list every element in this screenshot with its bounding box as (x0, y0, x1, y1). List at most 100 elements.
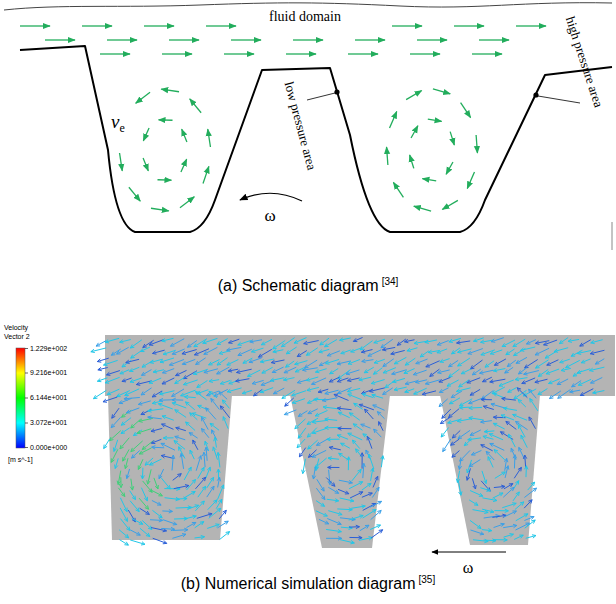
flow-arrow (446, 162, 453, 174)
velocity-vector (131, 441, 143, 452)
velocity-vector (339, 480, 353, 484)
velocity-vector (154, 478, 158, 489)
velocity-vector (315, 410, 327, 416)
flow-arrow (100, 53, 130, 54)
tick (25, 447, 28, 448)
velocity-vector (171, 455, 174, 470)
flow-arrow (208, 129, 211, 147)
velocity-vector (438, 370, 450, 374)
velocity-vector (591, 377, 603, 383)
flow-arrow (390, 112, 397, 128)
velocity-vector (176, 370, 187, 375)
scale-value: 9.216e+001 (30, 369, 67, 377)
velocity-vector (504, 407, 517, 410)
velocity-vector (292, 399, 305, 404)
flow-arrow (454, 25, 484, 26)
velocity-vector (437, 341, 448, 346)
velocity-vector (126, 359, 139, 363)
velocity-vector (151, 428, 162, 432)
velocity-vector (223, 417, 228, 429)
velocity-vector (312, 450, 326, 457)
velocity-vector (307, 387, 319, 391)
velocity-vector (580, 340, 591, 346)
velocity-vector (373, 476, 378, 487)
velocity-vector (513, 414, 527, 420)
region-label: fluid domain (269, 9, 341, 24)
velocity-vector (480, 370, 494, 374)
velocity-vector (482, 529, 492, 532)
velocity-vector (374, 339, 385, 343)
velocity-vector (130, 378, 141, 382)
tick (25, 398, 28, 399)
velocity-vector (590, 367, 605, 371)
velocity-vector (566, 360, 580, 367)
velocity-vector (377, 412, 384, 419)
velocity-vector (153, 350, 165, 354)
velocity-vector (505, 367, 513, 373)
velocity-vector (520, 347, 535, 351)
velocity-vector (172, 534, 186, 539)
velocity-vector (187, 522, 196, 527)
velocity-vector (142, 370, 152, 376)
velocity-vector (456, 388, 470, 392)
velocity-vector (458, 358, 470, 366)
velocity-vector (227, 347, 242, 351)
velocity-vector (195, 501, 204, 511)
velocity-vector (494, 359, 505, 365)
velocity-vector (504, 534, 514, 538)
flow-arrow (355, 39, 385, 40)
velocity-vector (440, 359, 450, 363)
velocity-vector (111, 449, 118, 462)
velocity-vector (170, 339, 184, 346)
velocity-vector (468, 349, 483, 355)
velocity-vector (204, 347, 218, 354)
velocity-vector (196, 358, 206, 365)
velocity-vector (295, 419, 306, 429)
flow-arrow (45, 39, 75, 40)
velocity-vector (161, 478, 170, 489)
velocity-vector (449, 398, 460, 404)
velocity-vector (186, 422, 195, 431)
velocity-vector (407, 348, 417, 352)
velocity-vector (204, 369, 218, 374)
velocity-vector (349, 515, 364, 520)
velocity-vector (201, 428, 208, 437)
velocity-vector (360, 525, 369, 531)
fluid-cell-region (105, 335, 615, 396)
velocity-vector (370, 388, 385, 393)
velocity-vector (113, 440, 117, 452)
velocity-vector (501, 415, 514, 420)
velocity-vector (489, 434, 503, 440)
flow-arrow (82, 25, 112, 26)
flow-arrow (410, 155, 414, 168)
velocity-vector (192, 413, 206, 418)
velocity-vector (121, 418, 131, 426)
velocity-vector (469, 406, 482, 409)
velocity-vector (337, 508, 352, 511)
velocity-vector (329, 446, 341, 450)
velocity-vector (405, 389, 414, 393)
velocity-vector (371, 468, 374, 481)
velocity-vector (130, 491, 136, 500)
velocity-vector (162, 338, 174, 342)
velocity-vector (138, 459, 143, 469)
velocity-vector (209, 379, 219, 382)
velocity-vector (557, 379, 568, 385)
velocity-vector (248, 370, 261, 376)
rotation-arrow (432, 552, 506, 553)
velocity-vector (103, 397, 117, 402)
pressure-point (334, 89, 339, 94)
velocity-vector (126, 469, 129, 479)
velocity-vector (536, 360, 549, 368)
velocity-vector (284, 410, 296, 415)
velocity-vector (172, 402, 186, 408)
rotation-symbol: ω (264, 207, 275, 226)
velocity-vector (216, 499, 222, 508)
caption-text: (a) Schematic diagram (218, 277, 379, 294)
velocity-vector (119, 477, 122, 487)
velocity-vector (149, 459, 161, 465)
flow-arrow (472, 53, 502, 54)
velocity-vector (381, 456, 384, 468)
velocity-vector (547, 360, 559, 365)
